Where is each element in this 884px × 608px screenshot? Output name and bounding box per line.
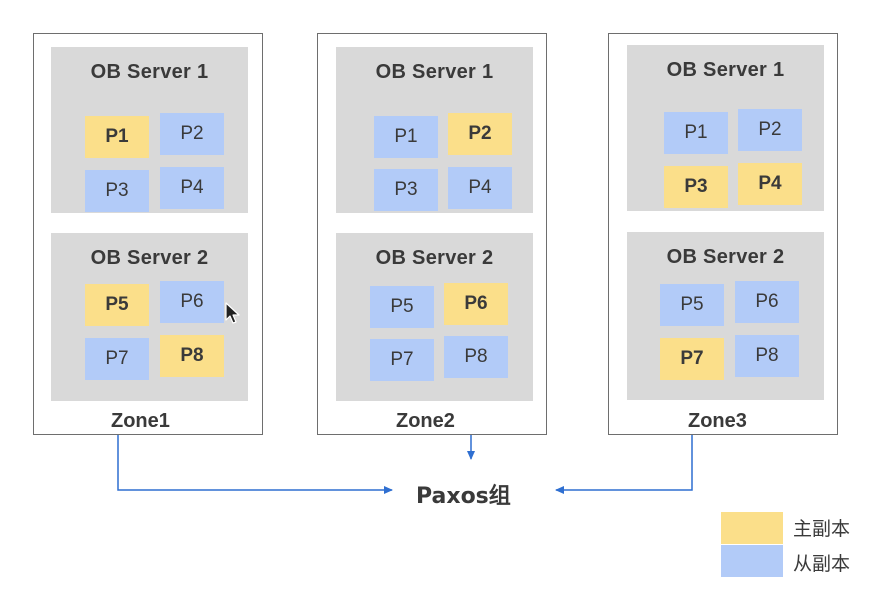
server-title: OB Server 1 [375,61,494,83]
ob-server-1: OB Server 1 P1 P2 P3 P4 [627,45,824,211]
partition-p2: P2 [738,109,802,151]
zone-1: OB Server 1 P1 P2 P3 P4 OB Server 2 P5 P… [33,33,263,435]
ob-server-1: OB Server 1 P1 P2 P3 P4 [51,47,248,213]
zone-2: OB Server 1 P1 P2 P3 P4 OB Server 2 P5 P… [317,33,547,435]
partition-p5: P5 [85,284,149,326]
ob-server-2: OB Server 2 P5 P6 P7 P8 [51,233,248,401]
partition-p1: P1 [664,112,728,154]
partition-p8: P8 [160,335,224,377]
partition-p2: P2 [448,113,512,155]
partition-p1: P1 [85,116,149,158]
partition-p2: P2 [160,113,224,155]
partition-p1: P1 [374,116,438,158]
partition-p5: P5 [370,286,434,328]
partition-p6: P6 [160,281,224,323]
server-title: OB Server 1 [666,59,785,81]
partition-p4: P4 [738,163,802,205]
partition-p7: P7 [660,338,724,380]
legend-primary-label: 主副本 [793,518,851,540]
zone-label: Zone2 [396,410,455,432]
partition-p8: P8 [444,336,508,378]
partition-p3: P3 [85,170,149,212]
paxos-group-label: Paxos组 [416,484,511,509]
legend-primary-swatch [721,512,783,544]
partition-p4: P4 [160,167,224,209]
partition-p4: P4 [448,167,512,209]
ob-server-2: OB Server 2 P5 P6 P7 P8 [627,232,824,400]
server-title: OB Server 1 [90,61,209,83]
legend-follower-swatch [721,545,783,577]
partition-p5: P5 [660,284,724,326]
partition-p3: P3 [374,169,438,211]
partition-p6: P6 [735,281,799,323]
ob-server-2: OB Server 2 P5 P6 P7 P8 [336,233,533,401]
partition-p8: P8 [735,335,799,377]
partition-p7: P7 [370,339,434,381]
server-title: OB Server 2 [90,247,209,269]
ob-server-1: OB Server 1 P1 P2 P3 P4 [336,47,533,213]
zone-label: Zone1 [111,410,170,432]
server-title: OB Server 2 [666,246,785,268]
partition-p3: P3 [664,166,728,208]
server-title: OB Server 2 [375,247,494,269]
legend-follower-label: 从副本 [793,553,851,575]
mouse-cursor-icon [225,302,240,324]
zone-3: OB Server 1 P1 P2 P3 P4 OB Server 2 P5 P… [608,33,838,435]
partition-p6: P6 [444,283,508,325]
partition-p7: P7 [85,338,149,380]
zone-label: Zone3 [688,410,747,432]
